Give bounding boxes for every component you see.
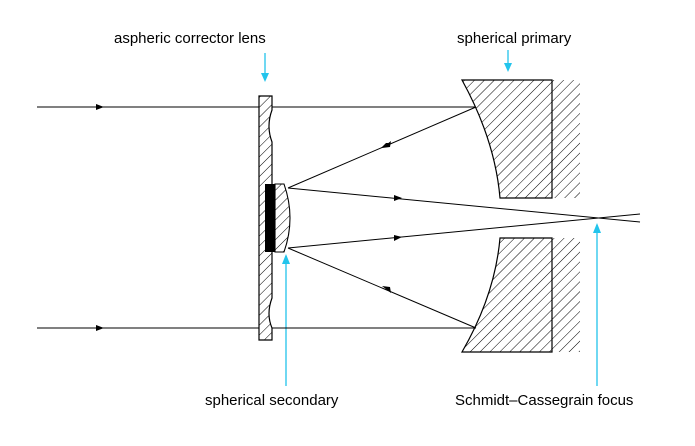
corrector-pointer — [261, 53, 269, 82]
pointer-arrows — [261, 50, 601, 386]
secondary-pointer — [282, 254, 290, 386]
focus-label: Schmidt–Cassegrain focus — [455, 392, 633, 409]
corrector-lens-label: aspheric corrector lens — [114, 30, 266, 47]
primary-mirror — [460, 79, 580, 353]
light-rays — [37, 106, 641, 329]
ray-arrowheads — [96, 104, 402, 331]
primary-mirror-label: spherical primary — [457, 30, 572, 47]
secondary-mirror-label: spherical secondary — [205, 392, 339, 409]
focus-pointer — [593, 223, 601, 386]
primary-pointer — [504, 50, 512, 72]
secondary-mirror — [265, 183, 291, 253]
